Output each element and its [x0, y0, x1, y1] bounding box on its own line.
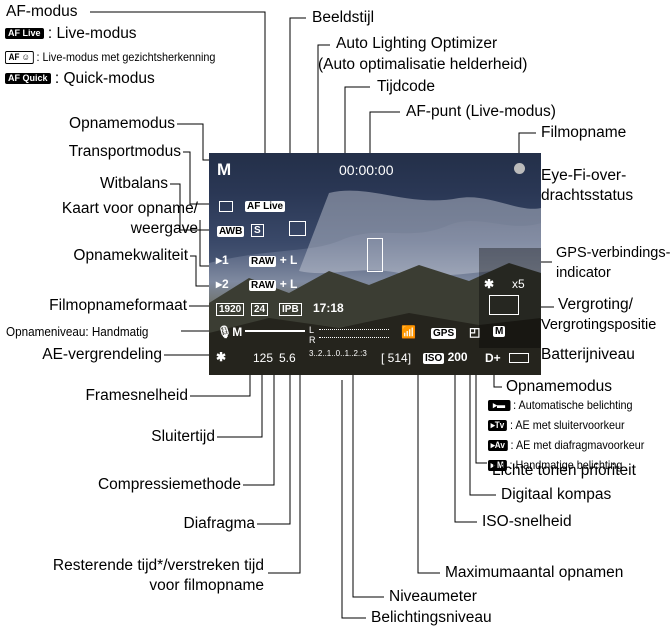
mode-auto-row: ▸▬ : Automatische belichting	[488, 396, 633, 414]
screen-aperture: 5.6	[279, 351, 296, 365]
af-live-icon: AF Live	[5, 28, 44, 40]
exposure-scale: 3..2..1..0..1..2.:3	[309, 349, 367, 358]
screen-shutter: 125	[253, 351, 274, 365]
label-card-2: weergave	[130, 220, 198, 237]
card-2-icon: ▸2	[216, 277, 229, 291]
mic-icon: 🎙M	[217, 325, 243, 339]
label-compass: Digitaal kompas	[501, 486, 612, 503]
label-remaining-2: voor filmopname	[149, 577, 264, 594]
af-point-frame	[367, 238, 383, 272]
label-level: Niveaumeter	[389, 588, 477, 605]
label-eyefi-2: drachtsstatus	[541, 187, 634, 204]
battery-icon	[509, 353, 529, 363]
quality-1-icon: RAW + L	[249, 253, 298, 267]
single-shot-icon	[219, 201, 233, 212]
label-alo-2: (Auto optimalisatie helderheid)	[318, 56, 528, 73]
mode-m-row: ▸ M : Handmatige belichting	[488, 456, 622, 474]
label-battery: Batterijniveau	[541, 346, 635, 363]
label-aperture: Diafragma	[183, 515, 256, 532]
highlight-tone-priority: D+	[485, 351, 501, 365]
af-quick-icon: AF Quick	[5, 73, 51, 85]
movie-mode-icon: M	[493, 326, 506, 337]
label-timecode: Tijdcode	[377, 78, 436, 95]
iso-icon: ISO 200	[423, 350, 468, 364]
zoom-value: x5	[512, 277, 525, 291]
label-frame-rate: Framesnelheid	[85, 387, 188, 404]
af-live-row: AF Live : Live-modus	[5, 25, 137, 43]
screen-timecode: 00:00:00	[339, 162, 394, 178]
label-movie-recording: Filmopname	[541, 124, 627, 141]
rec-level-slider	[245, 330, 305, 332]
label-zoom-2: Vergrotingspositie	[541, 317, 657, 333]
label-max-shots: Maximumaantal opnamen	[445, 564, 624, 581]
screen-mode: M	[217, 160, 232, 179]
ae-lock-icon: ✱	[216, 350, 227, 364]
label-af-point: AF-punt (Live-modus)	[406, 103, 556, 120]
card-1-icon: ▸1	[216, 253, 229, 267]
camera-screen: M 00:00:00 AF Live AWB S ▸1 RAW + L ▸2 R…	[209, 153, 541, 375]
label-ae-lock: AE-vergrendeling	[42, 346, 162, 363]
label-picture-style: Beeldstijl	[312, 9, 375, 26]
label-eyefi-1: Eye-Fi-over-	[541, 167, 627, 184]
label-drive-mode: Transportmodus	[68, 143, 181, 160]
quality-2-icon: RAW + L	[249, 277, 298, 291]
label-quality: Opnamekwaliteit	[73, 247, 188, 264]
alo-icon	[289, 221, 306, 236]
label-highlight: Lichte tonen prioriteit	[492, 462, 636, 479]
ipb-icon: IPB	[279, 301, 302, 316]
af-quick-row: AF Quick : Quick-modus	[5, 70, 155, 88]
fps-icon: 24	[251, 301, 269, 316]
picture-style-icon: S	[251, 222, 264, 237]
mode-av-row: ▸Av : AE met diafragmavoorkeur	[488, 436, 644, 454]
label-white-balance: Witbalans	[99, 175, 168, 192]
wb-icon: AWB	[217, 226, 245, 237]
label-gps-1: GPS-verbindings-	[556, 245, 671, 261]
eye-fi-icon: 📶	[401, 325, 416, 339]
af-face-row: AF ☺ : Live-modus met gezichtsherkenning	[5, 48, 215, 66]
label-movie-format: Filmopnameformaat	[49, 297, 187, 314]
label-exposure: Belichtingsniveau	[371, 609, 492, 626]
level-meter-l	[319, 329, 389, 330]
screen-shots: [ 514]	[381, 351, 412, 365]
level-meter-r	[319, 337, 389, 338]
mode-m-icon: ▸ M	[488, 460, 507, 472]
zoom-position-box	[489, 295, 519, 315]
label-af-mode: AF-modus	[6, 3, 78, 20]
zoom-star-icon: ✱	[484, 277, 495, 291]
label-remaining-1: Resterende tijd*/verstreken tijd	[52, 557, 264, 574]
label-shooting-mode: Opnamemodus	[69, 115, 175, 132]
af-face-icon: AF ☺	[5, 51, 34, 65]
mode-av-icon: ▸Av	[488, 440, 508, 452]
label-rec-level: Opnameniveau: Handmatig	[6, 324, 149, 339]
label-zoom-1: Vergroting/	[558, 296, 633, 313]
mode-tv-icon: ▸Tv	[488, 420, 507, 432]
remaining-time: 17:18	[313, 301, 344, 315]
compass-icon: ◰	[469, 325, 481, 339]
size-icon: 1920	[216, 301, 245, 316]
mode-tv-row: ▸Tv : AE met sluitervoorkeur	[488, 416, 625, 434]
rec-indicator-icon	[514, 163, 525, 174]
label-iso: ISO-snelheid	[482, 513, 572, 530]
label-shutter: Sluitertijd	[151, 428, 215, 445]
af-live-icon: AF Live	[245, 201, 286, 212]
label-shooting-mode-2: Opnamemodus	[506, 378, 612, 395]
gps-icon: GPS	[431, 328, 457, 339]
label-compression: Compressiemethode	[97, 476, 241, 493]
label-card-1: Kaart voor opname/	[61, 200, 198, 217]
label-gps-2: indicator	[556, 265, 611, 281]
label-alo-1: Auto Lighting Optimizer	[336, 35, 498, 52]
mode-auto-icon: ▸▬	[488, 400, 511, 412]
